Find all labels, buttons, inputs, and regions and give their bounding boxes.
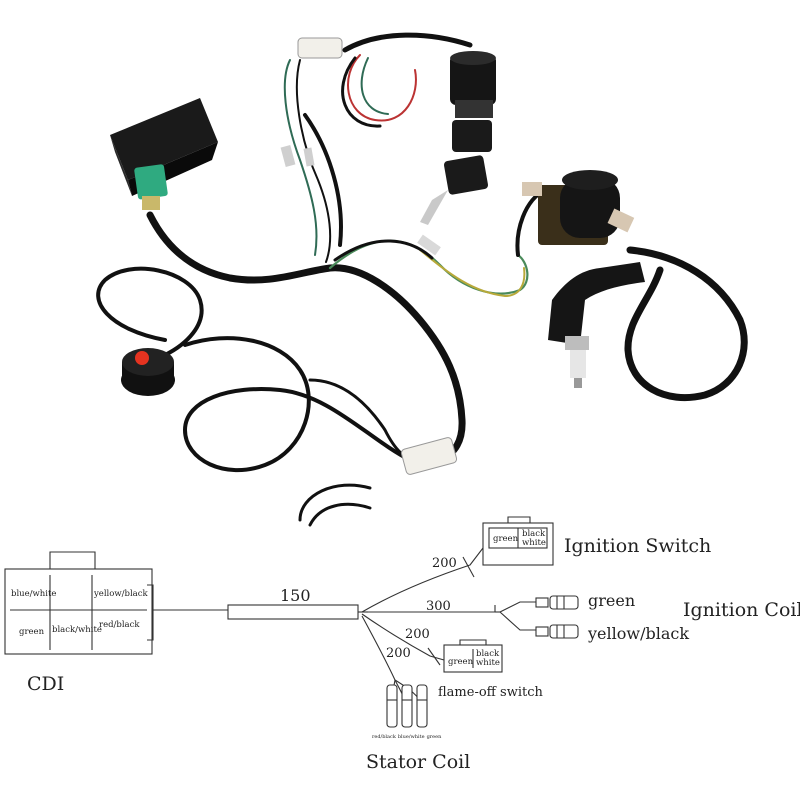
branch-ignition-switch <box>361 547 484 613</box>
schematic-labels: Ignition Switch Ignition Coil green yell… <box>11 529 800 773</box>
ignition-switch-photo <box>420 51 496 225</box>
label-green-wire: green <box>588 591 635 610</box>
length-main: 150 <box>280 586 311 605</box>
cdi-pin-blue-white: blue/white <box>11 589 56 599</box>
cdi-pin-green: green <box>19 627 45 637</box>
cdi-connector-block <box>4 568 153 655</box>
kill-switch-photo <box>121 348 175 396</box>
length-ignition-coil: 300 <box>426 599 451 614</box>
harness-connectors <box>280 37 458 475</box>
main-harness-sleeve <box>227 604 359 620</box>
label-flame-off-switch: flame-off switch <box>438 685 543 700</box>
thin-black-wire <box>295 59 332 263</box>
branch-flame-off <box>361 613 445 661</box>
kill-switch-loop <box>96 266 204 357</box>
cdi-pin-red-black: red/black <box>99 620 140 630</box>
branch-stator <box>361 615 396 681</box>
spark-plug-cap-photo <box>548 262 645 388</box>
label-ignition-switch: Ignition Switch <box>564 535 711 557</box>
cdi-connector-tab <box>49 551 96 569</box>
switch-loop-black <box>341 56 382 128</box>
coil-split-yellow <box>499 611 536 631</box>
coil-split-green <box>499 601 536 613</box>
switch-cable <box>342 32 473 53</box>
switch-loop-green <box>360 57 389 115</box>
label-ignition-coil: Ignition Coil <box>683 599 800 621</box>
cdi-pin-black-white: black/white <box>52 625 102 635</box>
coil-bullet-green <box>535 595 579 610</box>
main-harness-cable <box>146 211 466 462</box>
cdi-pin-yellow-black: yellow/black <box>93 589 149 599</box>
ignition-coil-photo <box>522 170 635 245</box>
black-wire-to-coil <box>333 239 434 262</box>
cdi-unit-photo <box>110 98 218 210</box>
yellow-wire-to-coil <box>419 249 526 297</box>
schematic <box>4 516 579 728</box>
cdi-side-notch <box>147 584 154 641</box>
ground-clamp <box>298 483 372 527</box>
label-stator-coil: Stator Coil <box>366 751 470 773</box>
length-flame-off: 200 <box>405 627 430 642</box>
length-stator: 200 <box>386 646 411 661</box>
trunk-black-right <box>303 113 343 247</box>
coil-hv-lead <box>624 246 748 402</box>
coil-bullet-yellow <box>535 624 579 639</box>
flame-off-pin-left: green <box>448 657 474 667</box>
green-wire <box>283 59 318 256</box>
switch-loop-red <box>347 54 417 122</box>
label-cdi: CDI <box>27 673 64 695</box>
label-yellow-black-wire: yellow/black <box>587 624 689 643</box>
kill-switch-lead <box>183 336 412 472</box>
stator-bullets <box>386 684 428 728</box>
length-ignition-switch: 200 <box>432 556 457 571</box>
ign-switch-pin-left: green <box>493 534 519 544</box>
